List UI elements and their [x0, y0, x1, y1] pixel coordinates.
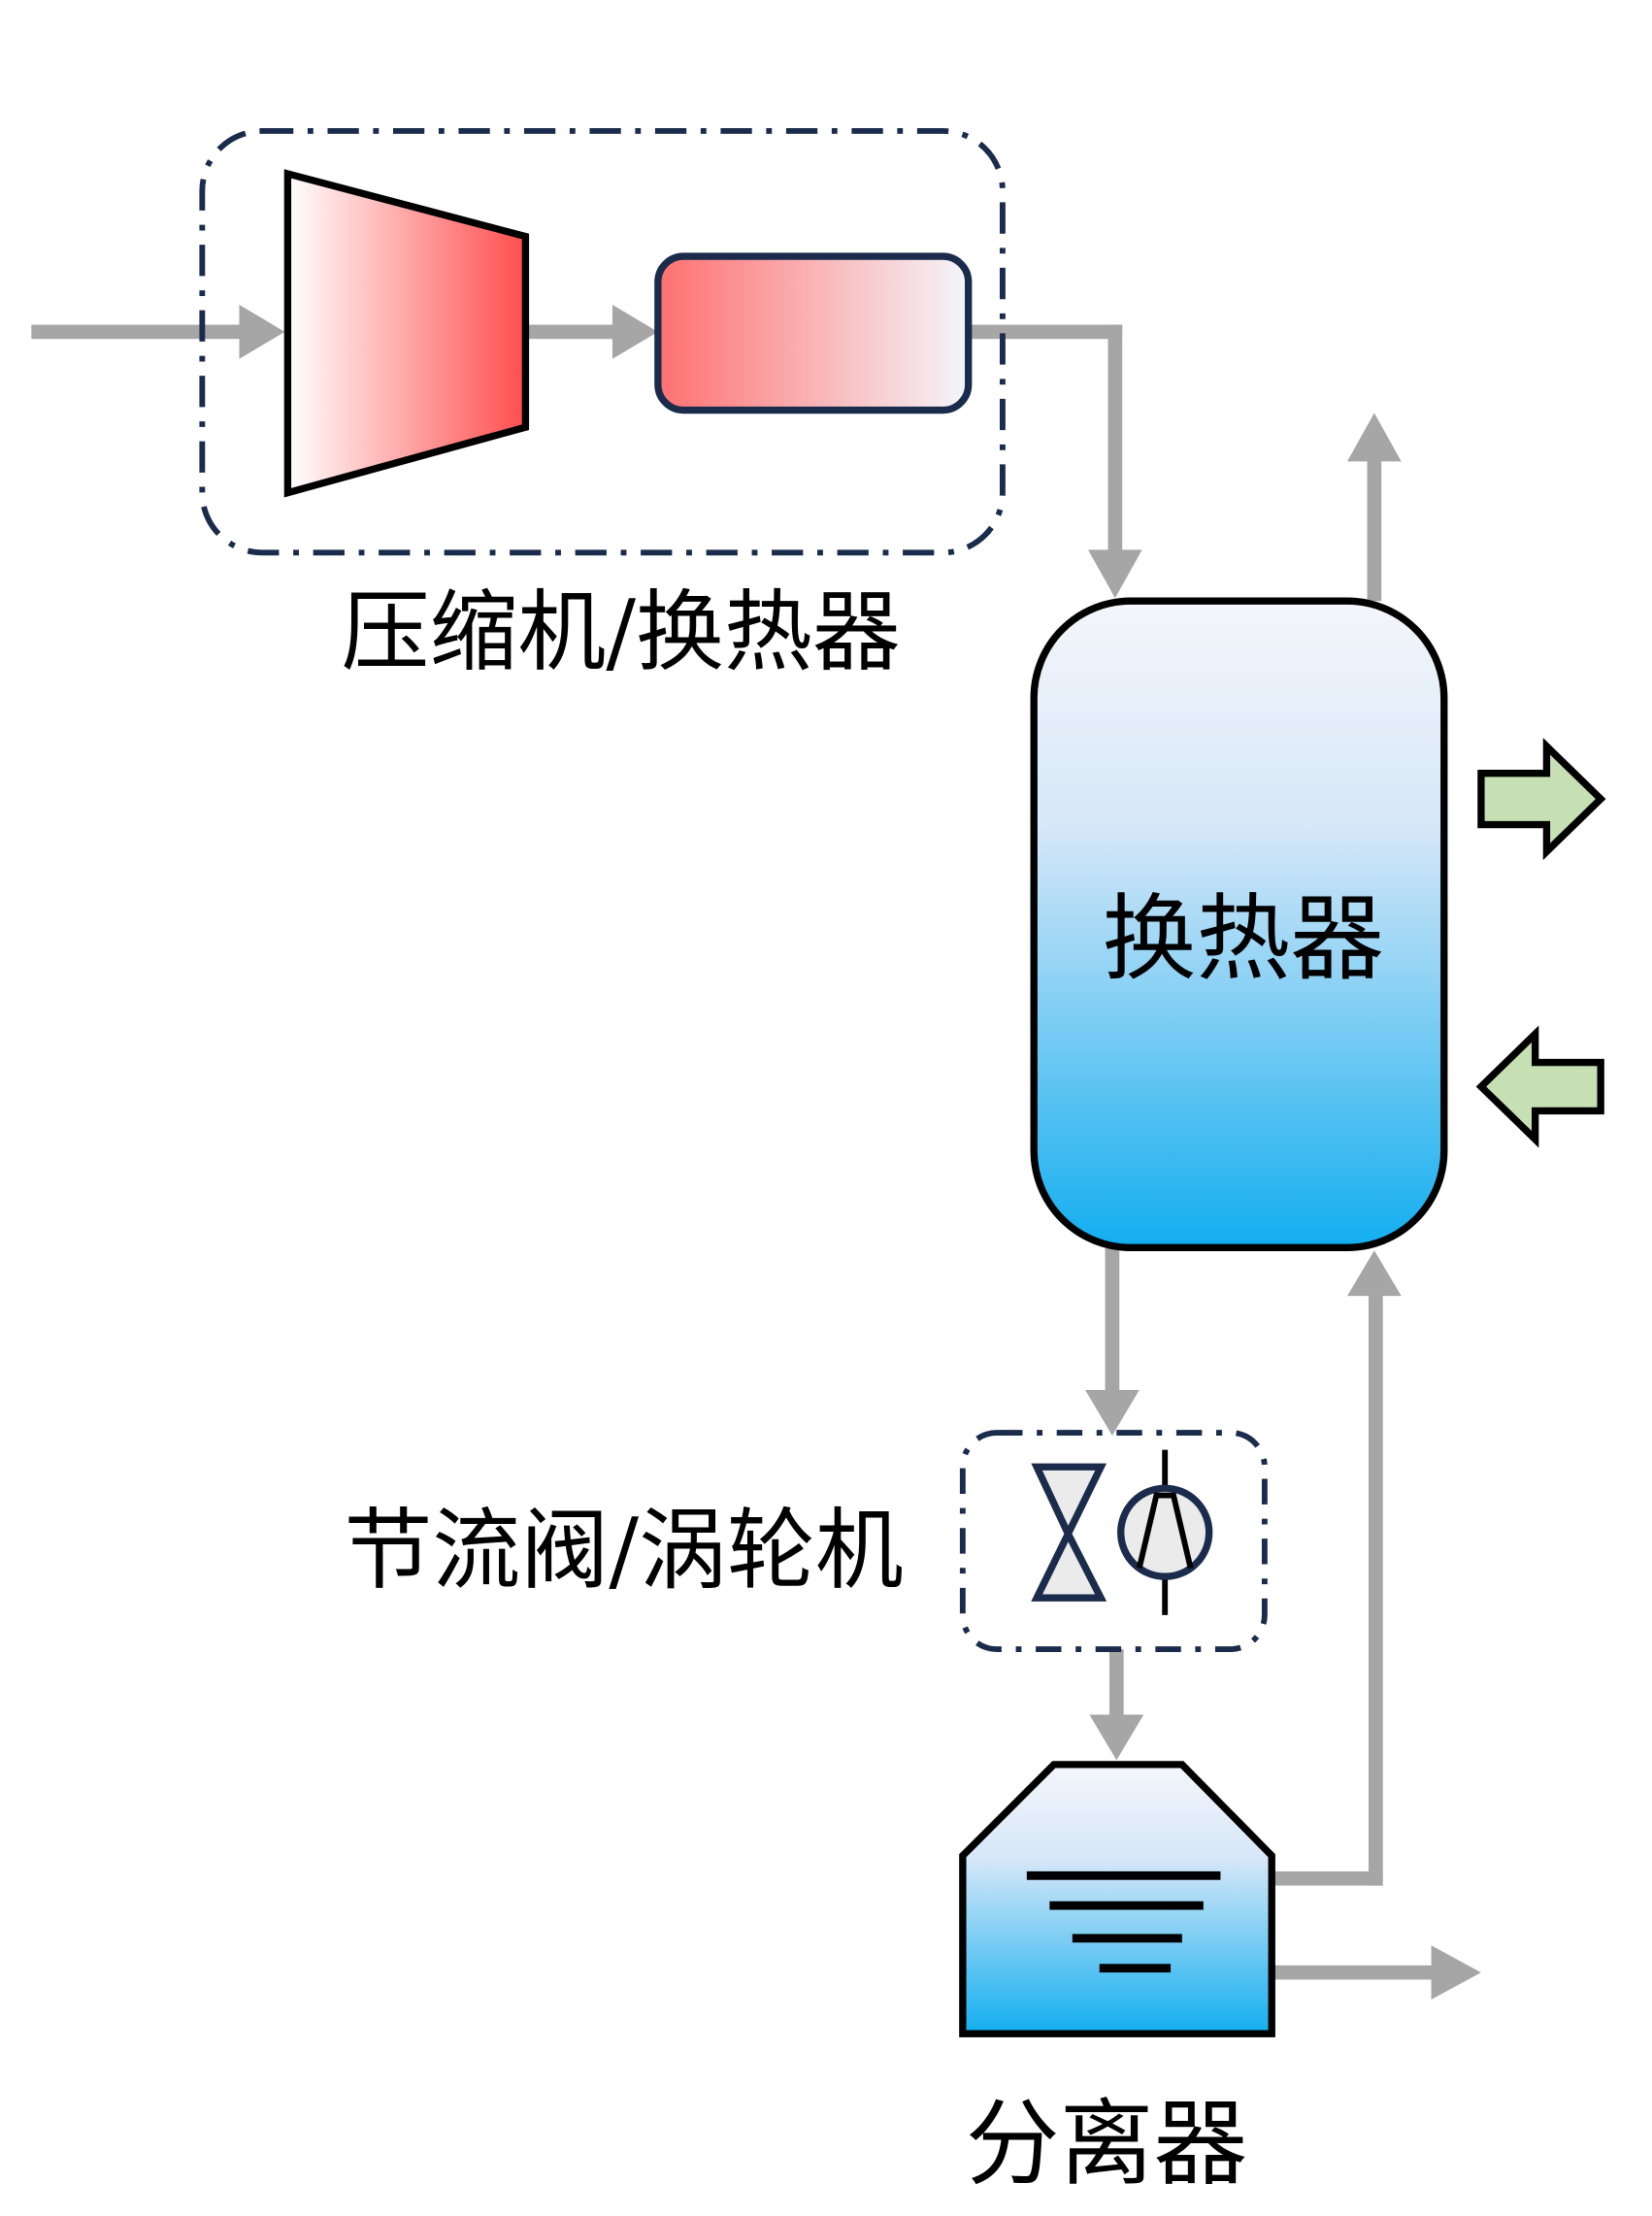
- stream-hx-top-outlet: [1367, 455, 1382, 602]
- heat-exchanger-label: 换热器: [1103, 884, 1385, 994]
- heat-exchanger-vessel[interactable]: [1030, 597, 1448, 1251]
- cooler-icon[interactable]: [654, 252, 973, 414]
- stream-lines: [31, 304, 1481, 2000]
- compressor-icon[interactable]: [283, 169, 530, 498]
- stream-throttle-to-separator: [1108, 1649, 1124, 1721]
- throttle-turbine-group[interactable]: 节流阀/涡轮机: [344, 1430, 1268, 1652]
- arrowhead: [1089, 1714, 1144, 1761]
- group-border: [959, 1430, 1268, 1652]
- stream-separator-to-hx: [1272, 1870, 1383, 1886]
- separator[interactable]: 分离器: [959, 1761, 1275, 2199]
- compressor-group-label: 压缩机/换热器: [342, 581, 901, 683]
- throttle-valve-icon[interactable]: [1031, 1463, 1107, 1602]
- stream-inlet: [31, 324, 246, 340]
- turbine-icon[interactable]: [1117, 1449, 1213, 1615]
- arrowhead: [1087, 549, 1142, 599]
- arrowhead: [1347, 1250, 1402, 1297]
- stream-cooler-to-hx: [971, 324, 1123, 340]
- arrowhead: [1347, 413, 1402, 462]
- group-border: [199, 128, 1006, 556]
- arrowhead: [1085, 1390, 1140, 1436]
- arrowhead: [1431, 1945, 1481, 2000]
- liquid-level-icon: [1026, 1870, 1221, 1973]
- throttle-group-label: 节流阀/涡轮机: [344, 1501, 903, 1603]
- heat-out-arrow-icon: [1477, 738, 1606, 861]
- separator-label: 分离器: [966, 2089, 1247, 2199]
- stream-hx-to-throttle: [1105, 1247, 1120, 1396]
- stream-segment: [1369, 1290, 1383, 1886]
- heat-in-arrow-icon: [1475, 1025, 1604, 1148]
- heat-exchanger[interactable]: 换热器: [1030, 597, 1448, 1251]
- compressor-cooler-group[interactable]: 压缩机/换热器: [199, 128, 1006, 683]
- stream-compressor-to-cooler: [526, 324, 615, 340]
- arrowhead: [611, 304, 658, 359]
- stream-segment: [1107, 324, 1123, 553]
- separator-vessel[interactable]: [959, 1761, 1275, 2037]
- arrowhead: [239, 304, 285, 359]
- stream-separator-liquid-outlet: [1272, 1965, 1436, 1980]
